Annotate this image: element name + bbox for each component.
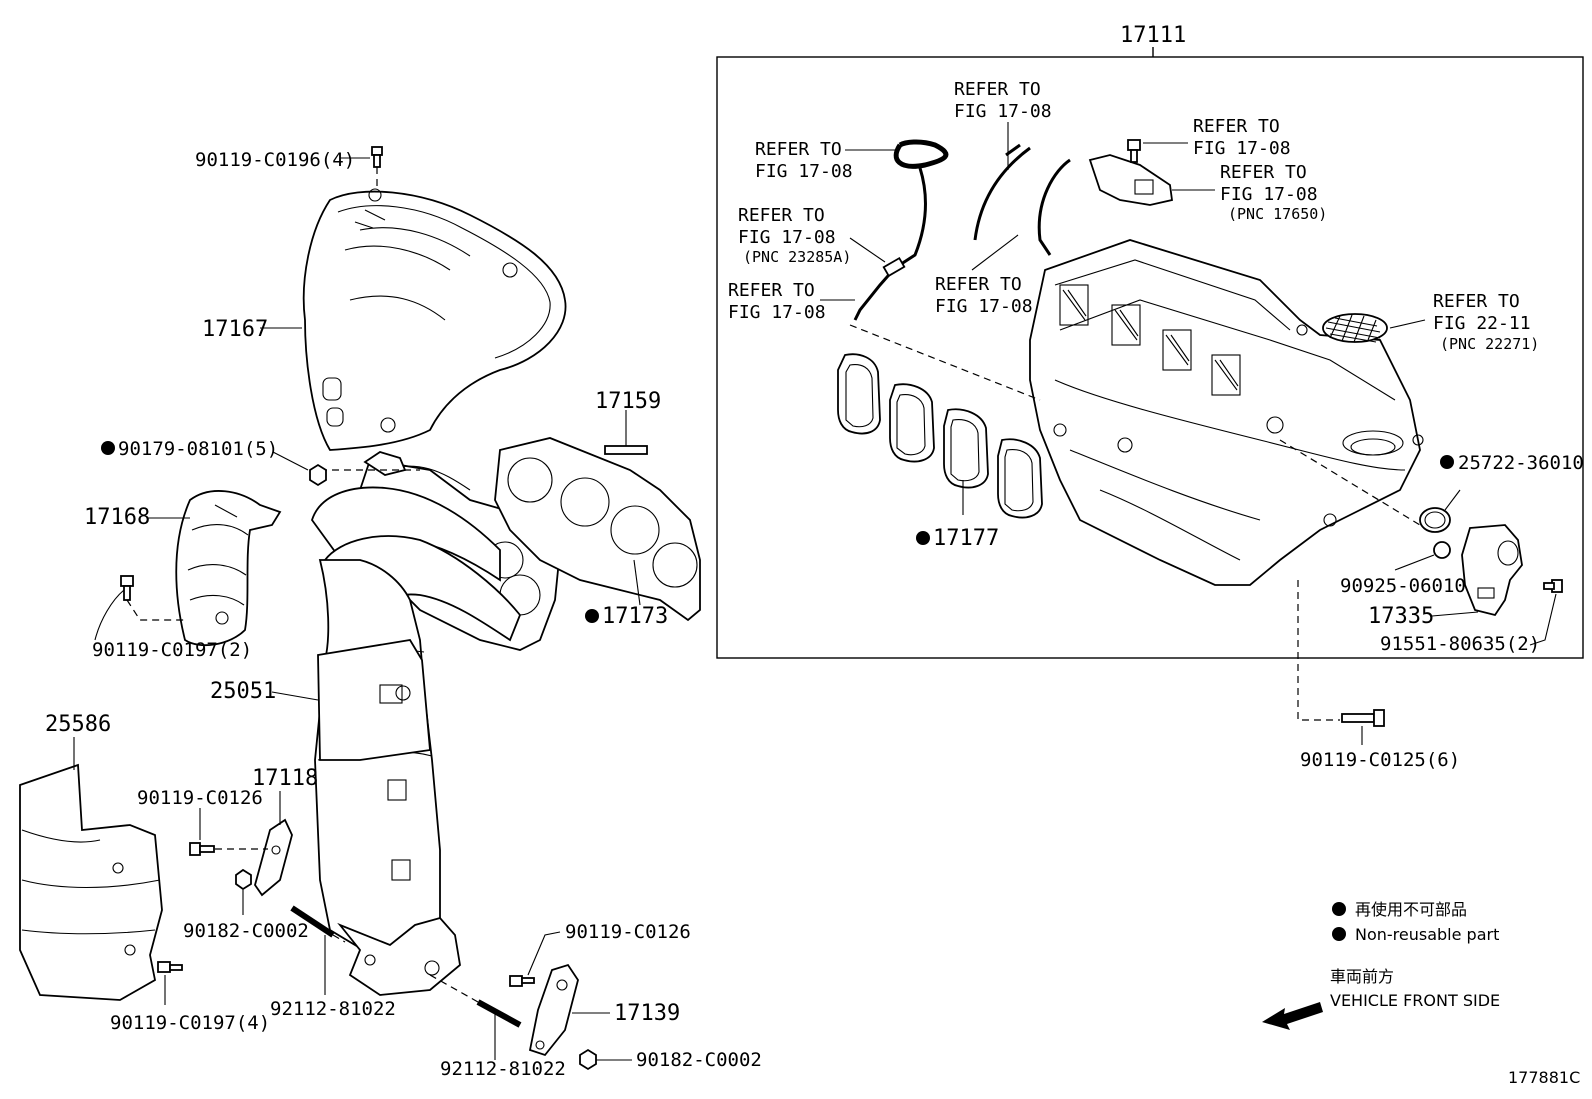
legend-front-en: VEHICLE FRONT SIDE [1330,991,1500,1010]
svg-text:REFER TO: REFER TO [1193,116,1280,137]
heat-insulator-17167-shape [302,188,567,451]
legend-nonreusable-en: Non-reusable part [1355,925,1499,944]
svg-text:FIG 17-08: FIG 17-08 [1220,184,1318,205]
part-label-90925-06010: 90925-06010 [1340,575,1466,597]
part-label-25586: 25586 [45,712,111,737]
assembly-number-label: 17111 [1120,23,1186,48]
exhaust-manifold-converter-shape [311,451,561,996]
svg-text:FIG 17-08: FIG 17-08 [935,296,1033,317]
refer-callout: REFER TO FIG 17-08 [954,79,1052,170]
part-label-17139: 17139 [614,1001,680,1026]
figure-code: 177881C [1508,1068,1580,1087]
stud-icon [290,905,346,995]
refer-callout: REFER TO FIG 22-11 (PNC 22271) [1433,291,1539,353]
part-label-92112-81022-b: 92112-81022 [440,1058,566,1080]
stud-icon [429,974,522,1060]
non-reusable-dot [1332,927,1346,941]
arrow-left-icon [1262,1002,1323,1030]
part-label-17159: 17159 [595,389,661,414]
nut-icon [579,1048,632,1071]
part-label-90179-08101: 90179-08101(5) [118,438,278,460]
bolt-icon [1341,709,1385,745]
bolt-icon [189,808,268,856]
part-label-91551-80635: 91551-80635(2) [1380,633,1540,655]
part-label-25051: 25051 [210,679,276,704]
svg-text:(PNC 22271): (PNC 22271) [1440,335,1539,353]
refer-callout: REFER TO FIG 17-08 (PNC 23285A) [738,205,886,266]
svg-text:FIG 17-08: FIG 17-08 [954,101,1052,122]
svg-text:FIG 22-11: FIG 22-11 [1433,313,1531,334]
heat-insulator-25586-shape [19,763,163,1001]
svg-text:REFER TO: REFER TO [738,205,825,226]
refer-callout: REFER TO FIG 17-08 [728,280,855,323]
ring-shape [1394,541,1451,571]
non-reusable-dot [1440,455,1454,469]
bolt-icon [509,931,561,987]
part-label-90182-C0002-a: 90182-C0002 [183,920,309,942]
svg-text:REFER TO: REFER TO [1220,162,1307,183]
non-reusable-dot [1332,902,1346,916]
refer-callout: REFER TO FIG 17-08 (PNC 17650) [1172,162,1327,223]
svg-text:FIG 17-08: FIG 17-08 [738,227,836,248]
bracket-17118-shape [254,818,293,897]
vsv-bracket-shape [1088,139,1174,206]
nut-icon [309,463,327,487]
part-label-17118: 17118 [252,766,318,791]
non-reusable-dot [101,441,115,455]
svg-text:REFER TO: REFER TO [728,280,815,301]
bolt-icon [157,961,183,1005]
part-label-25722-36010: 25722-36010 [1458,452,1584,474]
part-label-90119-C0197-2: 90119-C0197(2) [92,639,252,661]
part-label-17173: 17173 [602,604,668,629]
sensor-17335-shape [1461,524,1523,617]
exhaust-gasket-17173-shape [494,437,701,622]
part-label-90182-C0002-b: 90182-C0002 [636,1049,762,1071]
refer-callout: REFER TO FIG 17-08 [755,139,898,182]
part-label-90119-C0125: 90119-C0125(6) [1300,749,1460,771]
non-reusable-dot [916,531,930,545]
refer-callout: REFER TO FIG 17-08 [1143,116,1291,159]
svg-text:(PNC 17650): (PNC 17650) [1228,205,1327,223]
part-label-92112-81022-a: 92112-81022 [270,998,396,1020]
stud-icon [604,410,648,455]
refer-callout: REFER TO FIG 17-08 [935,234,1033,317]
svg-text:REFER TO: REFER TO [935,274,1022,295]
legend-nonreusable-jp: 再使用不可部品 [1355,900,1467,919]
part-label-90119-C0126-b: 90119-C0126 [565,921,691,943]
part-label-17177: 17177 [933,526,999,551]
part-label-90119-C0126-a: 90119-C0126 [137,787,263,809]
bolt-icon [340,146,383,190]
part-label-17168: 17168 [84,505,150,530]
intake-manifold-shape [1029,239,1424,586]
heat-insulator-17168-shape [175,490,282,647]
intake-gasket-17177-shape [837,353,1043,519]
svg-text:REFER TO: REFER TO [1433,291,1520,312]
svg-text:FIG 17-08: FIG 17-08 [1193,138,1291,159]
bolt-icon [94,575,185,641]
nut-icon [235,868,252,915]
non-reusable-dot [585,609,599,623]
svg-text:FIG 17-08: FIG 17-08 [728,302,826,323]
filter-element-shape [1322,313,1426,343]
intake-manifold-assembly-box: 17111 [716,23,1584,659]
svg-text:FIG 17-08: FIG 17-08 [755,161,853,182]
o-ring-shape [1419,489,1461,533]
svg-text:REFER TO: REFER TO [755,139,842,160]
bracket-17139-shape [528,963,579,1057]
part-label-90119-C0196: 90119-C0196(4) [195,149,355,171]
part-label-17167: 17167 [202,317,268,342]
svg-text:REFER TO: REFER TO [954,79,1041,100]
legend: 再使用不可部品 Non-reusable part 車両前方 VEHICLE F… [1262,900,1500,1030]
part-label-90119-C0197-4: 90119-C0197(4) [110,1012,270,1034]
bolt-icon [1529,579,1563,646]
legend-front-jp: 車両前方 [1330,967,1394,986]
svg-text:(PNC 23285A): (PNC 23285A) [743,248,851,266]
part-label-17335: 17335 [1368,604,1434,629]
